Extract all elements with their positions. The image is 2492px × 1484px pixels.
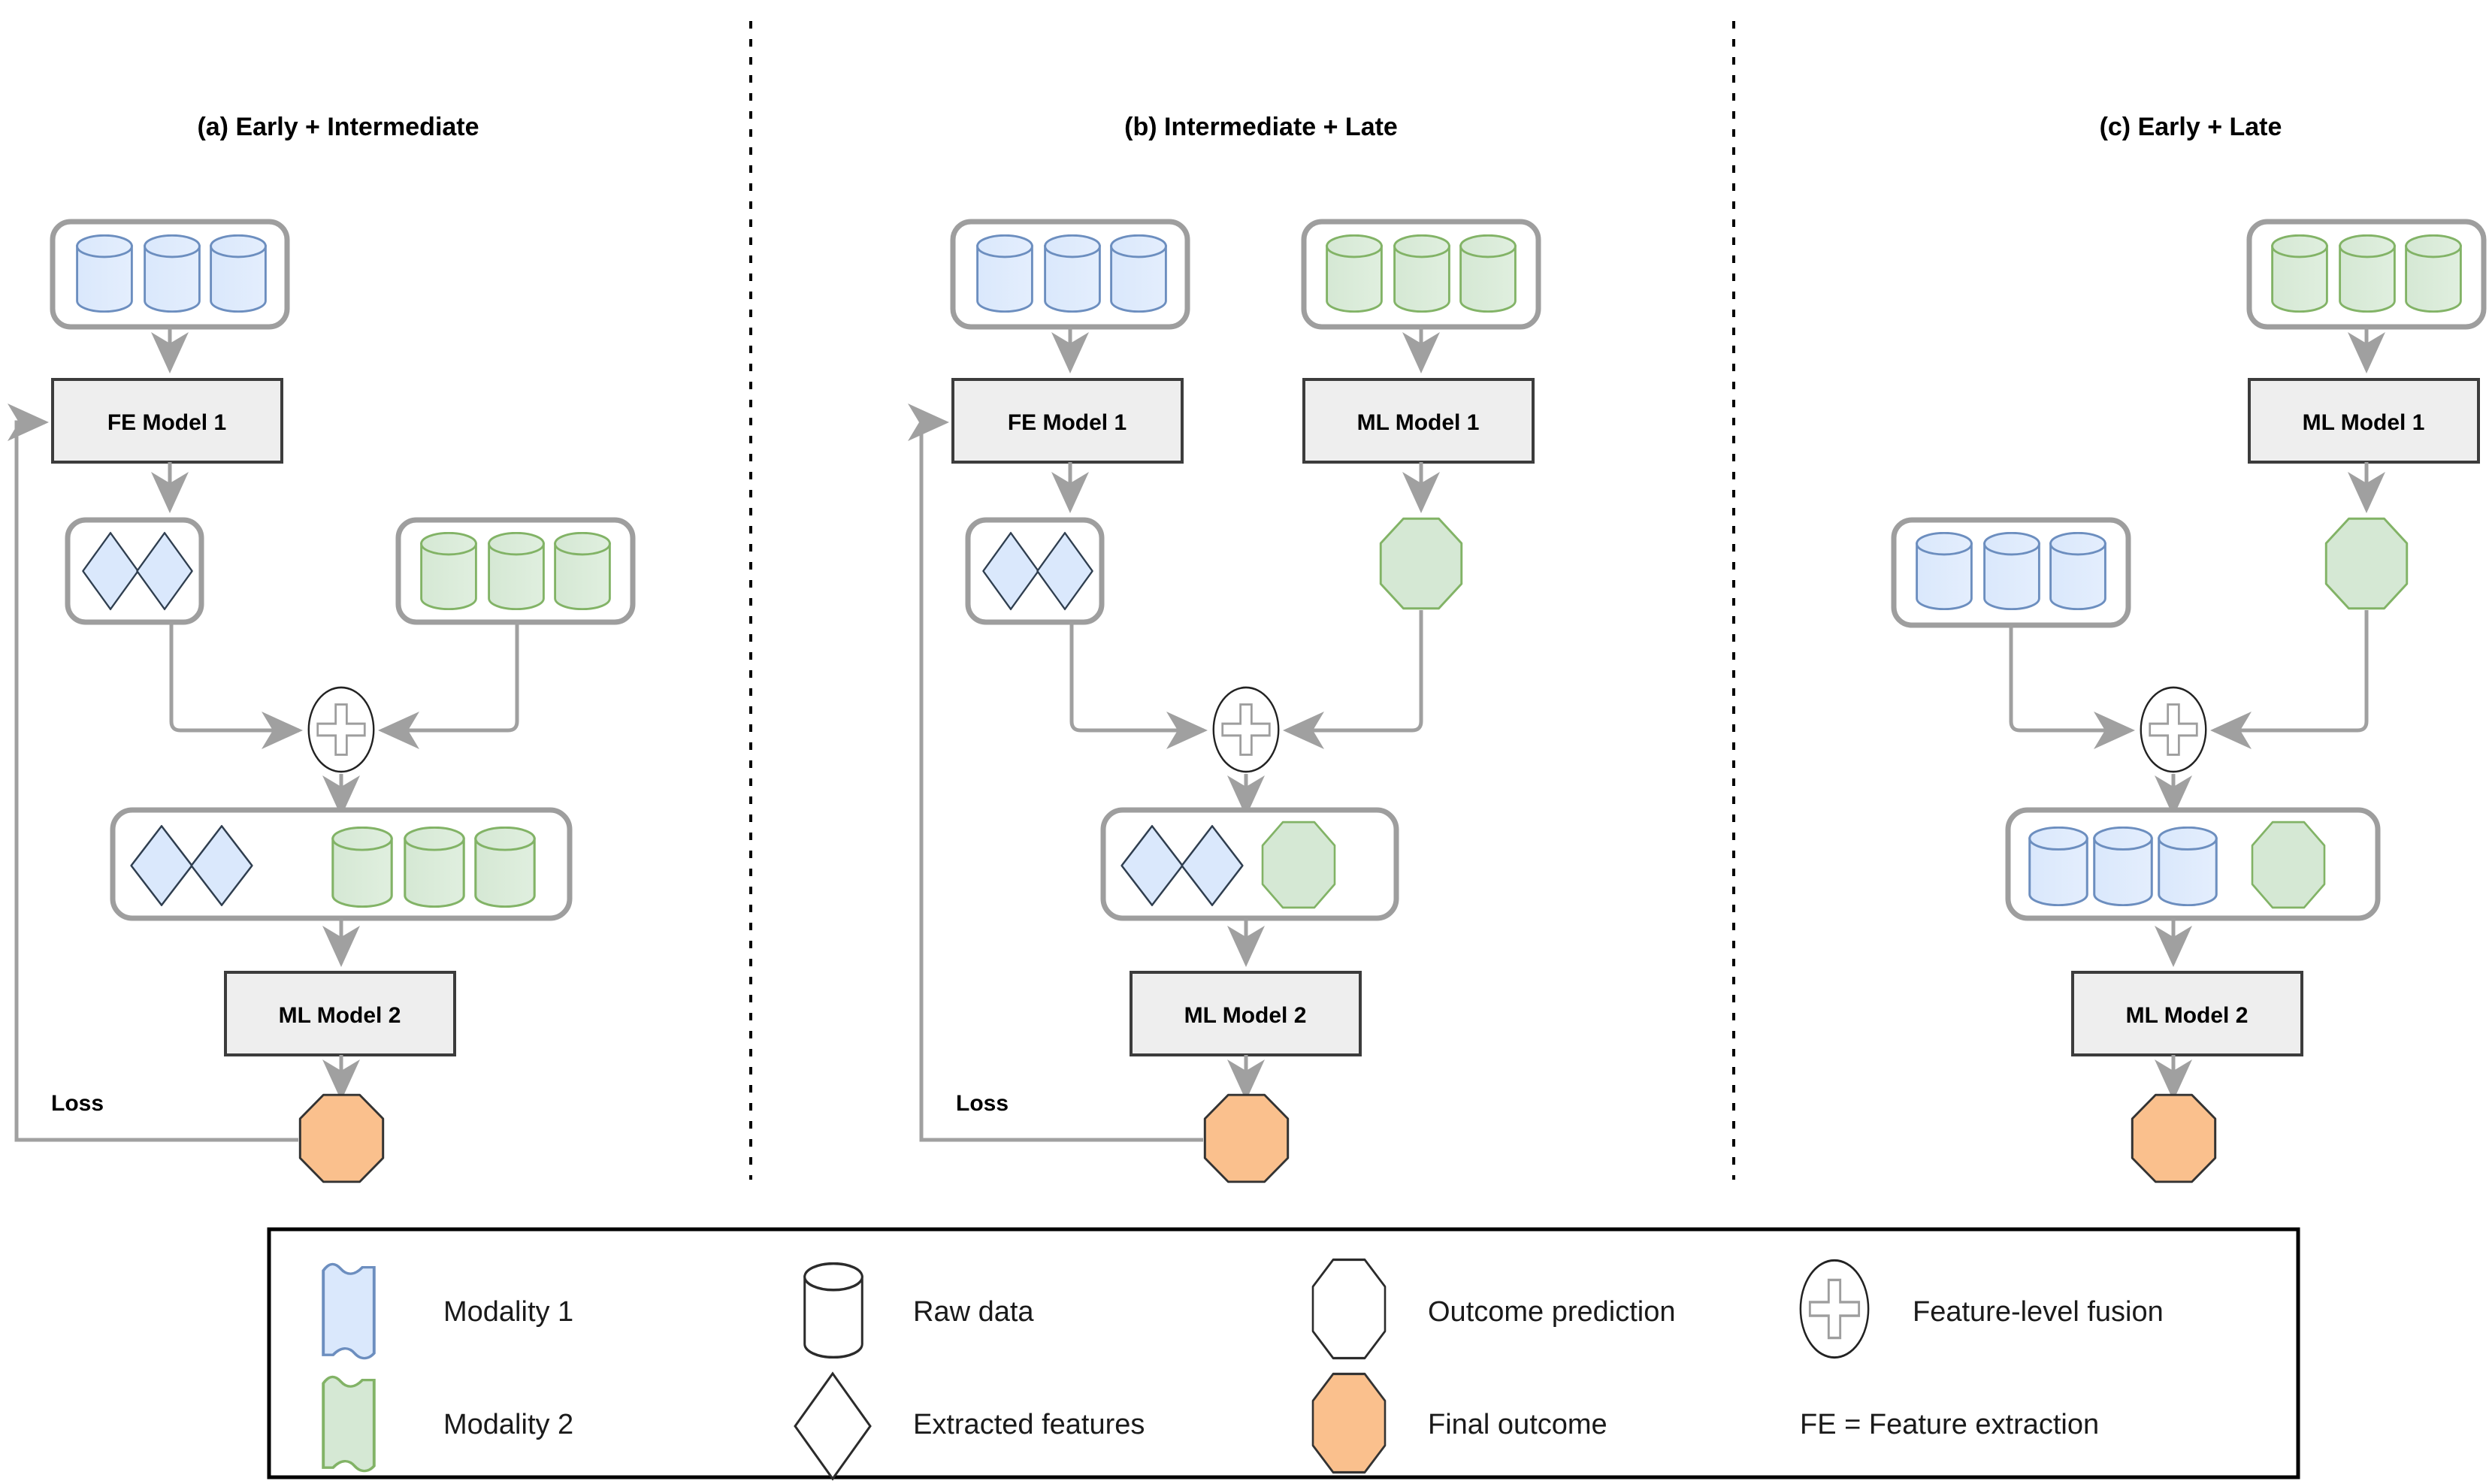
cylinder-icon <box>2405 234 2462 313</box>
legend-raw-data-icon <box>803 1262 864 1359</box>
legend-extracted-features-label: Extracted features <box>913 1409 1145 1440</box>
legend-modality2-label: Modality 2 <box>443 1409 573 1440</box>
legend-outcome-prediction-icon <box>1311 1258 1387 1360</box>
panel-a-feature-level-fusion-icon[interactable] <box>307 686 375 773</box>
cylinder-icon <box>474 827 536 908</box>
legend-extracted-features-icon <box>794 1371 872 1481</box>
panel-b-raw-modality2-container <box>1301 219 1541 330</box>
cylinder-icon <box>2049 532 2106 610</box>
panel-b-ml-model-1-label: ML Model 1 <box>1357 410 1480 435</box>
cylinder-icon <box>976 234 1033 313</box>
panel-a-loss-label: Loss <box>51 1091 104 1116</box>
panel-b-fused-container <box>1100 807 1399 921</box>
legend-modality2-icon <box>322 1375 376 1473</box>
panel-a-raw-modality1-container <box>50 219 290 330</box>
cylinder-icon <box>331 827 393 908</box>
panel-c-fused-container <box>2005 807 2381 921</box>
panel-b-features-modality1-container <box>965 517 1105 625</box>
legend-feature-level-fusion-icon <box>1799 1259 1870 1359</box>
panel-a-fe-model-1-label: FE Model 1 <box>107 410 226 435</box>
panel-c-final-outcome-icon <box>2131 1093 2217 1183</box>
cylinder-icon <box>76 234 133 313</box>
panel-c-ml-model-2-label: ML Model 2 <box>2126 1003 2249 1028</box>
panel-a-fused-container <box>110 807 573 921</box>
panel-c-raw-modality2-container <box>2246 219 2487 330</box>
panel-b-fe-model-1[interactable]: FE Model 1 <box>951 378 1184 464</box>
panel-a-loss-feedback-arrow <box>8 403 298 1142</box>
panel-b-final-outcome-icon <box>1203 1093 1290 1183</box>
panel-a-fe-model-1[interactable]: FE Model 1 <box>51 378 283 464</box>
cylinder-icon <box>1459 234 1517 313</box>
cylinder-icon <box>404 827 465 908</box>
panel-b: (b) Intermediate + Late FE Model 1 ML Mo… <box>908 113 1541 1183</box>
panel-c-raw-modality1-container <box>1891 517 2131 628</box>
panel-a-final-outcome-icon <box>298 1093 385 1183</box>
panel-b-raw-modality1-container <box>950 219 1190 330</box>
legend: Modality 1 Raw data Outcome prediction F… <box>267 1227 2300 1481</box>
cylinder-icon <box>2158 827 2218 906</box>
legend-border <box>267 1227 2300 1479</box>
legend-fe-abbrev-label: FE = Feature extraction <box>1800 1409 2099 1440</box>
panel-c: (c) Early + Late ML Model 1 <box>1891 113 2487 1183</box>
cylinder-icon <box>1916 532 1973 610</box>
panel-c-outcome-prediction-icon <box>2324 517 2409 610</box>
panel-b-ml-model-1[interactable]: ML Model 1 <box>1302 378 1535 464</box>
panel-b-loss-label: Loss <box>956 1091 1009 1116</box>
arrow-prediction-to-fusion <box>2210 610 2369 749</box>
cylinder-icon <box>1393 234 1450 313</box>
panel-b-fe-model-1-label: FE Model 1 <box>1008 410 1127 435</box>
legend-final-outcome-icon <box>1311 1372 1387 1474</box>
legend-feature-level-fusion-label: Feature-level fusion <box>1913 1296 2164 1328</box>
cylinder-icon <box>1326 234 1383 313</box>
panel-a-title: (a) Early + Intermediate <box>197 113 479 141</box>
octagon-icon <box>2251 821 2326 909</box>
cylinder-icon <box>488 532 545 610</box>
legend-outcome-prediction-label: Outcome prediction <box>1428 1296 1676 1328</box>
panel-b-ml-model-2-label: ML Model 2 <box>1184 1003 1307 1028</box>
panel-c-feature-level-fusion-icon[interactable] <box>2140 686 2207 773</box>
cylinder-icon <box>1983 532 2040 610</box>
panel-a: (a) Early + Intermediate FE Model 1 <box>8 113 636 1183</box>
cylinder-icon <box>1044 234 1101 313</box>
legend-final-outcome-label: Final outcome <box>1428 1409 1607 1440</box>
panel-a-ml-model-2[interactable]: ML Model 2 <box>224 971 456 1056</box>
panel-a-features-modality1-container <box>65 517 204 625</box>
panel-a-ml-model-2-label: ML Model 2 <box>279 1003 401 1028</box>
arrow-features1-to-fusion <box>169 622 303 749</box>
cylinder-icon <box>1110 234 1167 313</box>
cylinder-icon <box>420 532 477 610</box>
panel-b-outcome-prediction-icon <box>1379 517 1463 610</box>
arrow-features1-to-fusion <box>1069 622 1208 749</box>
cylinder-icon <box>2339 234 2396 313</box>
legend-modality1-label: Modality 1 <box>443 1296 573 1328</box>
panel-c-ml-model-2[interactable]: ML Model 2 <box>2071 971 2303 1056</box>
panel-c-title: (c) Early + Late <box>2100 113 2282 141</box>
arrow-prediction-to-fusion <box>1283 610 1423 749</box>
legend-modality1-icon <box>322 1262 376 1360</box>
legend-raw-data-label: Raw data <box>913 1296 1034 1328</box>
cylinder-icon <box>2028 827 2088 906</box>
panel-b-feature-level-fusion-icon[interactable] <box>1212 686 1280 773</box>
cylinder-icon <box>2271 234 2328 313</box>
panel-b-title: (b) Intermediate + Late <box>1124 113 1398 141</box>
panel-b-ml-model-2[interactable]: ML Model 2 <box>1130 971 1362 1056</box>
cylinder-icon <box>2093 827 2153 906</box>
cylinder-icon <box>554 532 611 610</box>
panel-b-loss-feedback-arrow <box>908 403 1203 1142</box>
octagon-icon <box>1261 821 1336 909</box>
cylinder-icon <box>210 234 267 313</box>
arrow-raw1-to-fusion <box>2009 625 2135 749</box>
panel-c-ml-model-1-label: ML Model 1 <box>2303 410 2425 435</box>
cylinder-icon <box>144 234 201 313</box>
panel-a-raw-modality2-container <box>395 517 636 625</box>
panel-c-ml-model-1[interactable]: ML Model 1 <box>2248 378 2480 464</box>
arrow-raw2-to-fusion <box>378 622 519 749</box>
